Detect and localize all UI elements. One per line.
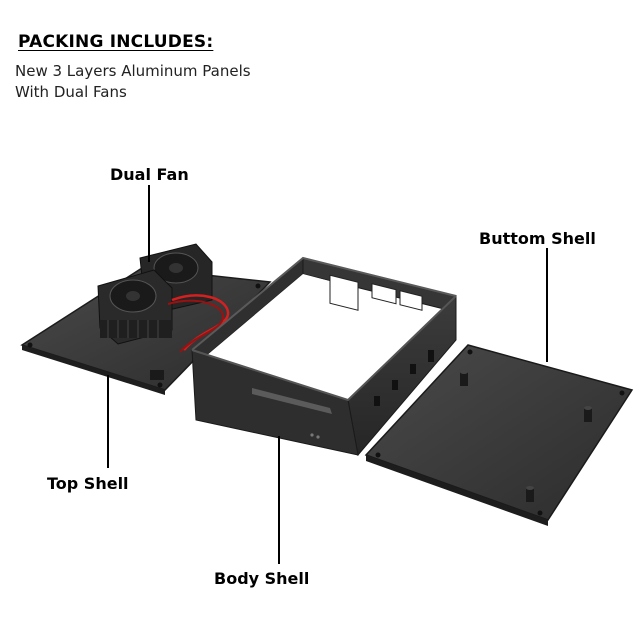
dual-fan-label: Dual Fan <box>110 165 189 184</box>
body-shell <box>191 256 457 457</box>
bottom-shell-label: Buttom Shell <box>479 229 596 248</box>
packing-title: PACKING INCLUDES: <box>18 32 214 52</box>
dual-fan <box>97 243 230 353</box>
top-shell-label: Top Shell <box>47 474 129 493</box>
body-shell-label: Body Shell <box>214 569 310 588</box>
description-line-2: With Dual Fans <box>15 83 127 101</box>
description-line-1: New 3 Layers Aluminum Panels <box>15 62 251 80</box>
bottom-shell-plate <box>364 344 634 526</box>
